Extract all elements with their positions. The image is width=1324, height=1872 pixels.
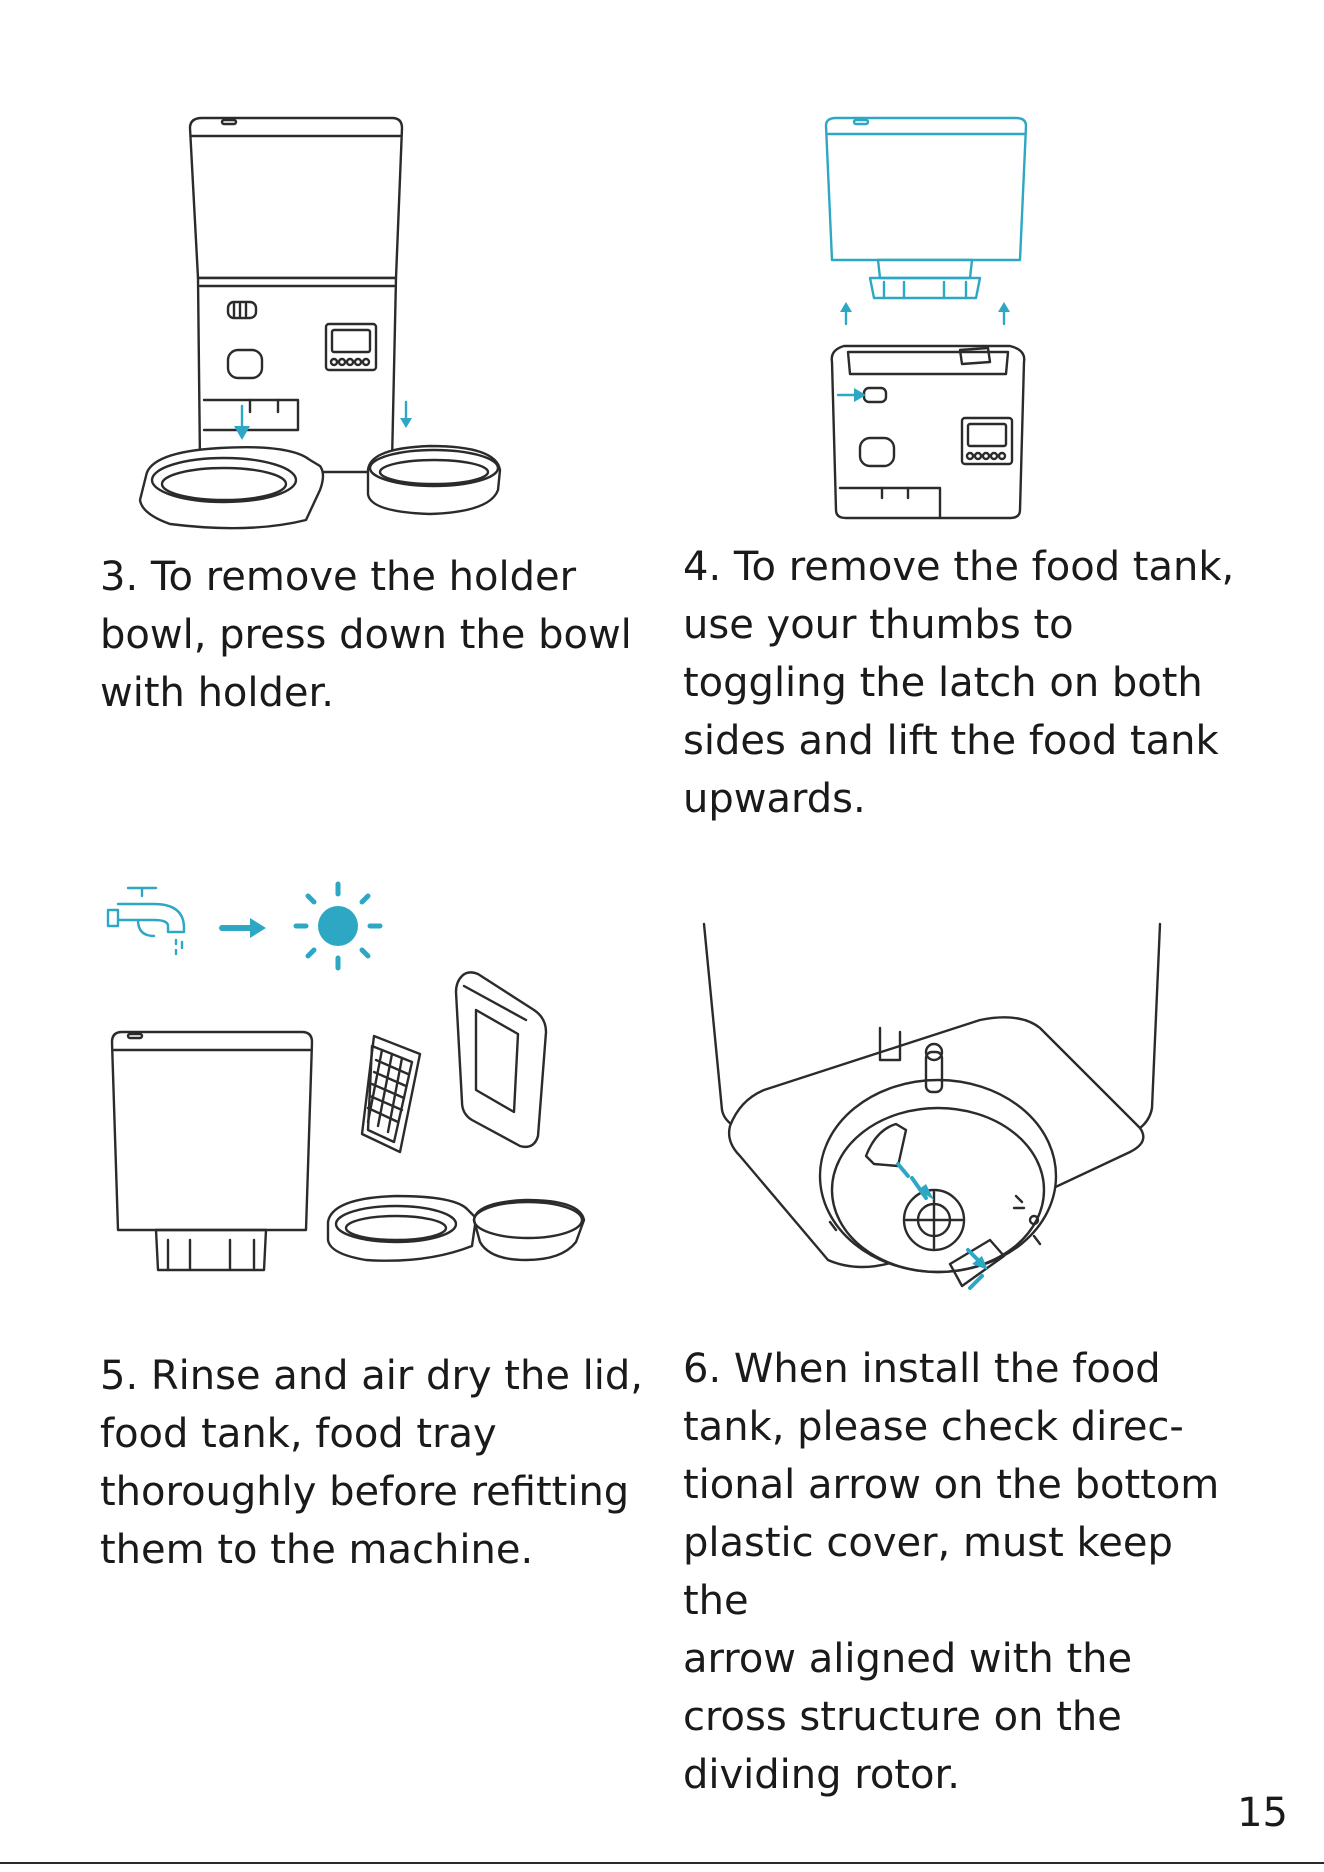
step-3-text: 3. To remove the holder bowl, press down… <box>100 554 632 716</box>
lift-food-tank-illustration <box>824 116 1028 520</box>
rinse-then-dry-icons <box>106 881 383 971</box>
tank-bottom-view-illustration <box>702 922 1162 1290</box>
step-6-text: 6. When install the food tank, please ch… <box>683 1346 1220 1798</box>
feeder-parts-illustration <box>110 971 586 1272</box>
footer-rule <box>0 1862 1324 1864</box>
sun-icon <box>293 881 383 971</box>
page-number: 15 <box>1237 1790 1288 1836</box>
step-5-text: 5. Rinse and air dry the lid, food tank,… <box>100 1353 643 1573</box>
feeder-remove-bowl-illustration <box>138 116 502 530</box>
faucet-icon <box>106 886 186 956</box>
arrow-right-icon <box>219 918 266 938</box>
step-4-text: 4. To remove the food tank, use your thu… <box>683 544 1235 822</box>
